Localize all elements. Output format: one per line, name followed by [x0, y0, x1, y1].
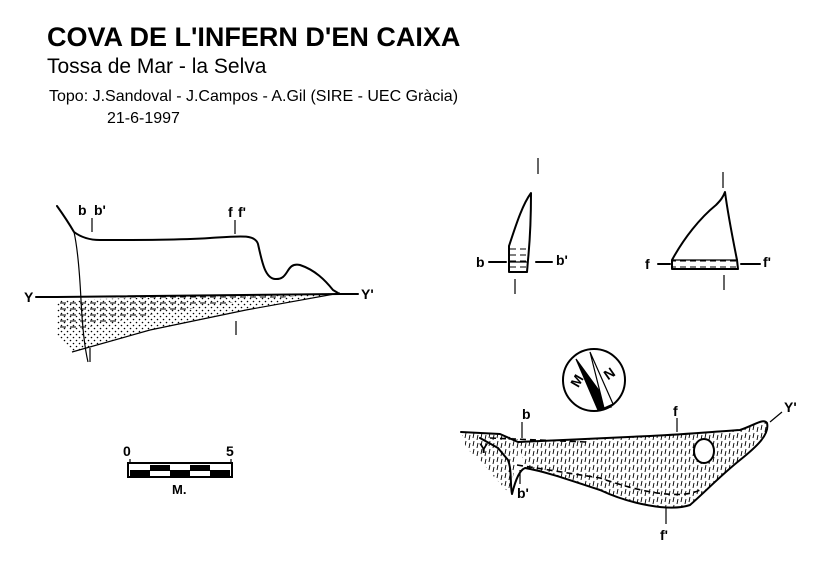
section-bb-label-b: b [476, 254, 485, 270]
compass-magnetic-needle-icon [589, 351, 614, 409]
profile-label-y-prime: Y' [361, 286, 374, 302]
plan-cave-body [518, 421, 768, 508]
profile-water-surface [56, 293, 341, 298]
section-ff-label-f: f [645, 256, 650, 272]
profile-label-y: Y [24, 289, 34, 305]
scale-label-max: 5 [226, 443, 234, 459]
cross-section-bb: b b' [476, 158, 568, 294]
plan-rock-pillar [693, 438, 715, 464]
profile-floor-line [71, 292, 341, 353]
profile-ceiling-line [56, 205, 339, 294]
section-bb-label-b-prime: b' [556, 252, 568, 268]
page-title: COVA DE L'INFERN D'EN CAIXA [47, 22, 460, 52]
profile-entrance-wall [73, 231, 89, 363]
plan-view: b b' f f' Y Y' [460, 399, 797, 543]
scale-bar: 0 5 M. [123, 443, 234, 497]
cross-section-ff: f f' [645, 172, 771, 290]
plan-label-b: b [522, 406, 531, 422]
profile-label-b-prime: b' [94, 202, 106, 218]
profile-label-f-prime: f' [238, 204, 246, 220]
survey-date: 21-6-1997 [107, 110, 180, 127]
survey-credits: Topo: J.Sandoval - J.Campos - A.Gil (SIR… [49, 88, 458, 105]
plan-label-y: Y [479, 440, 489, 456]
location-subtitle: Tossa de Mar - la Selva [47, 55, 267, 78]
profile-water [57, 293, 340, 330]
section-bb-water [509, 246, 527, 272]
section-ff-label-f-prime: f' [763, 254, 771, 270]
plan-label-y-prime: Y' [784, 399, 797, 415]
profile-label-b: b [78, 202, 87, 218]
scale-label-min: 0 [123, 443, 131, 459]
plan-label-b-prime: b' [517, 485, 529, 501]
section-bb-outline [508, 192, 532, 273]
plan-entrance-rock [461, 432, 520, 492]
section-ff-outline [671, 191, 739, 270]
longitudinal-profile: b b' f f' Y Y' [24, 202, 374, 363]
scale-unit-label: M. [172, 482, 186, 497]
plan-label-f: f [673, 403, 678, 419]
profile-label-f: f [228, 204, 233, 220]
section-ff-water [672, 260, 738, 269]
north-compass: N M [562, 348, 626, 412]
plan-label-f-prime: f' [660, 527, 668, 543]
plan-dashed-passage [489, 437, 701, 496]
plan-cave-outline [460, 420, 769, 509]
